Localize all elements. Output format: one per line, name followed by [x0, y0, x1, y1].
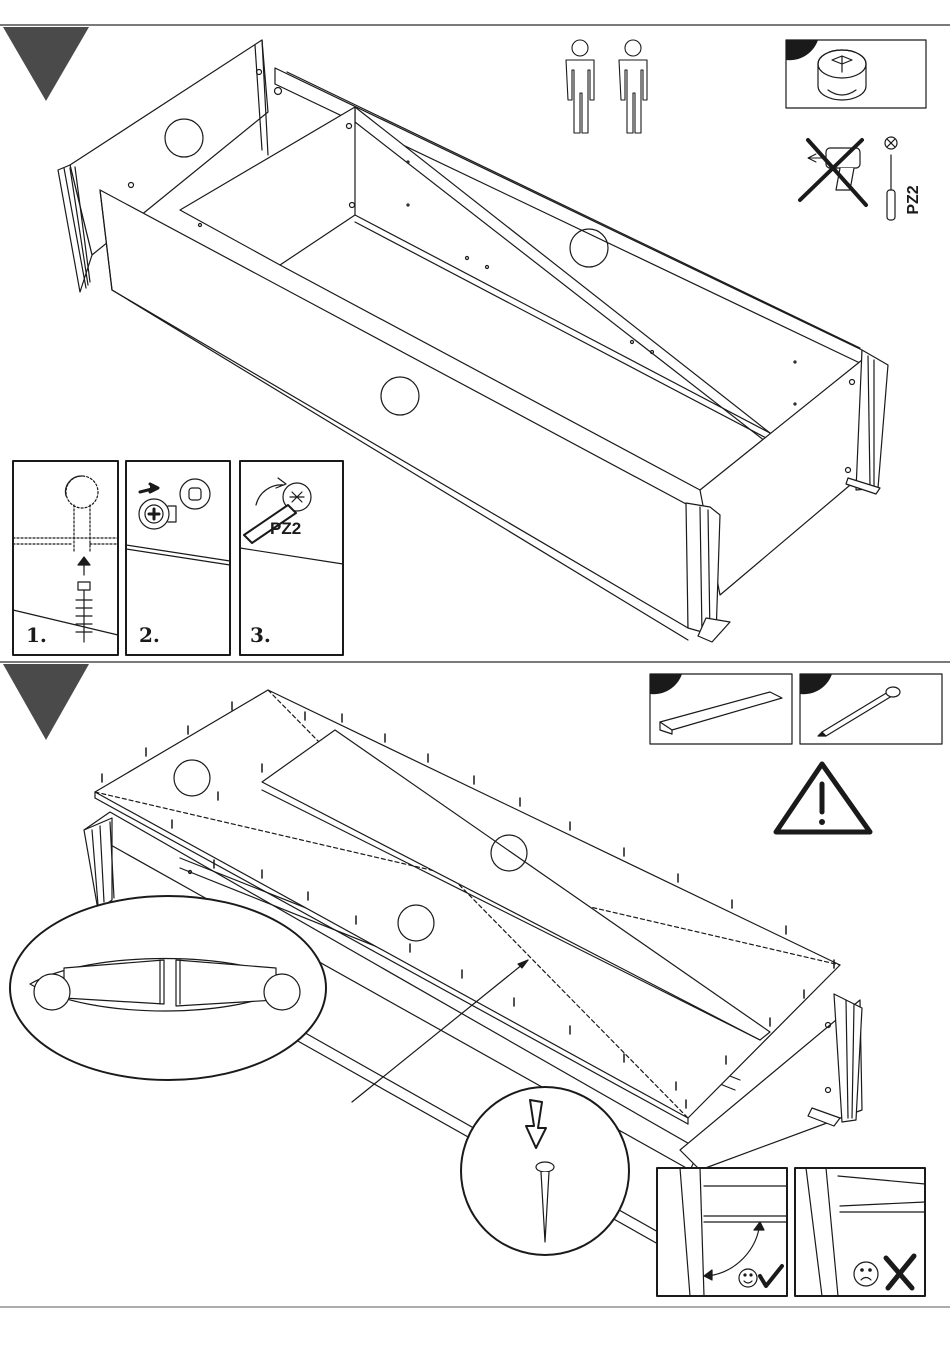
substep-tool-label: PZ2: [270, 519, 301, 538]
screwdriver-pz2-icon: PZ2: [885, 137, 922, 220]
cam-lock-part-box: [786, 40, 926, 108]
substep-panel-2: 2.: [126, 461, 230, 655]
substep-label: 3.: [250, 623, 271, 647]
incorrect-fit-detail: [795, 1168, 925, 1296]
substep-panel-3: PZ2 3.: [240, 461, 343, 655]
warning-triangle-icon: [776, 764, 870, 832]
substep-label: 2.: [139, 623, 160, 647]
connector-strip-part-box: [650, 674, 792, 744]
joint-detail-callout: [10, 896, 326, 1080]
correct-fit-detail: [657, 1168, 787, 1296]
substep-panel-1: 1.: [13, 461, 118, 655]
substep-label: 1.: [26, 623, 47, 647]
mark-circle: [570, 229, 608, 267]
nail-detail-callout: [461, 1087, 629, 1255]
step-b: [0, 662, 950, 1307]
triangle-marker-icon: [3, 664, 89, 740]
step-a: PZ2 1. 2.: [0, 25, 950, 655]
triangle-marker-icon: [3, 27, 89, 101]
no-power-drill-icon: [800, 140, 866, 205]
two-person-icon: [566, 40, 647, 133]
screwdriver-size-label: PZ2: [905, 185, 922, 214]
nail-part-box: [800, 674, 942, 744]
